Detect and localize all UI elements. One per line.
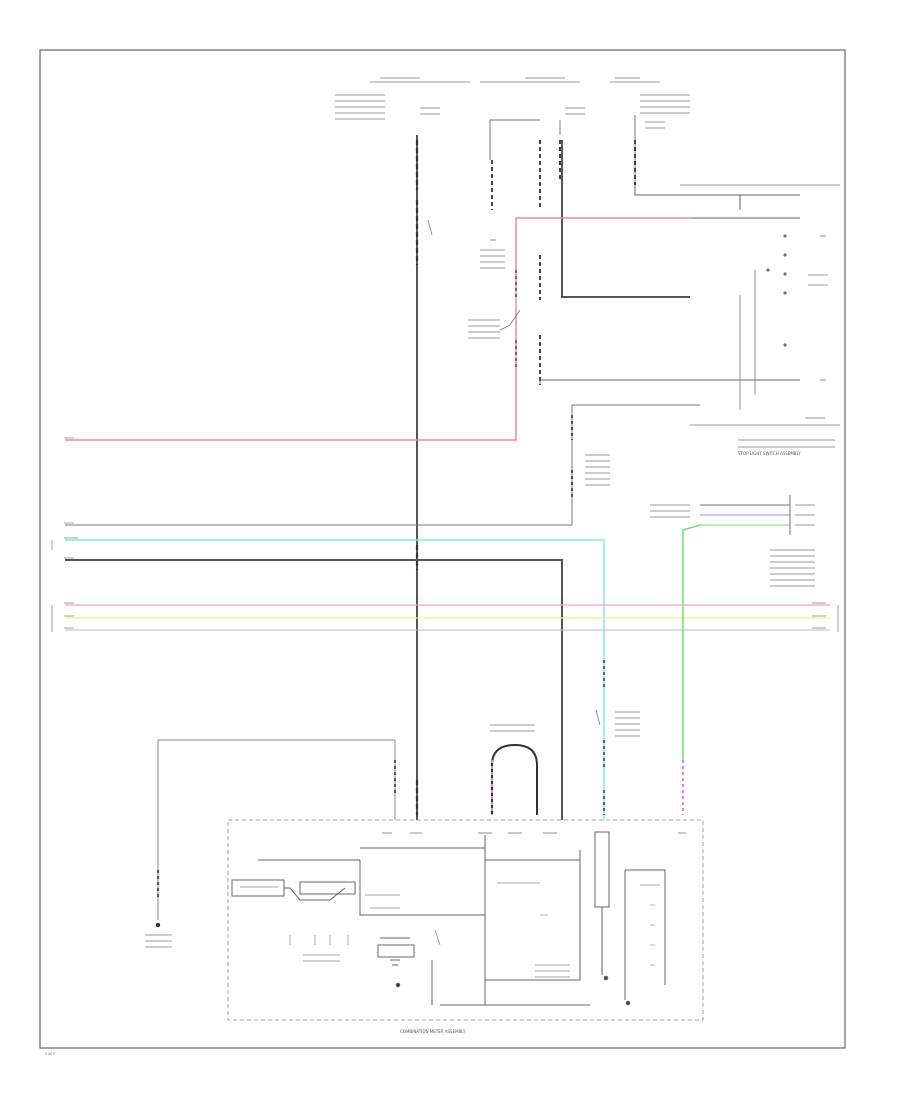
wire-red-upper <box>65 217 690 441</box>
ground-point-left <box>155 922 161 928</box>
wire-left-ground <box>157 739 396 920</box>
meter-internal-labels <box>240 882 660 978</box>
wire-black-lower <box>65 559 563 820</box>
mid-connector-label <box>585 454 610 486</box>
page-number: 2 of 2 <box>45 1052 55 1056</box>
wire-left-ground-dashed <box>157 760 396 900</box>
junction-labels <box>427 219 521 339</box>
stop-light-switch <box>680 184 840 448</box>
ground-left-label <box>145 934 172 948</box>
wire-green <box>682 524 701 760</box>
wire-gray-mid <box>65 404 700 526</box>
wire-center-dashed <box>491 140 636 385</box>
violet-loop-label <box>490 724 535 732</box>
diagram-frame <box>39 49 846 1049</box>
wire-gray-upper-right <box>539 185 800 385</box>
cyan-connector-label <box>595 709 640 737</box>
sensor-connector <box>650 495 815 587</box>
left-wire-labels <box>51 437 839 632</box>
meter-internal-circuit <box>231 831 666 1006</box>
wire-cyan <box>65 539 605 820</box>
meter-assembly-box <box>227 819 704 1021</box>
stop-light-switch-label: STOP LIGHT SWITCH ASSEMBLY <box>738 451 801 456</box>
wire-black-upper-right <box>561 140 690 298</box>
wire-violet-loop <box>491 743 538 815</box>
meter-assembly-label: COMBINATION METER ASSEMBLY <box>400 1029 466 1034</box>
top-connector-labels <box>335 77 690 129</box>
